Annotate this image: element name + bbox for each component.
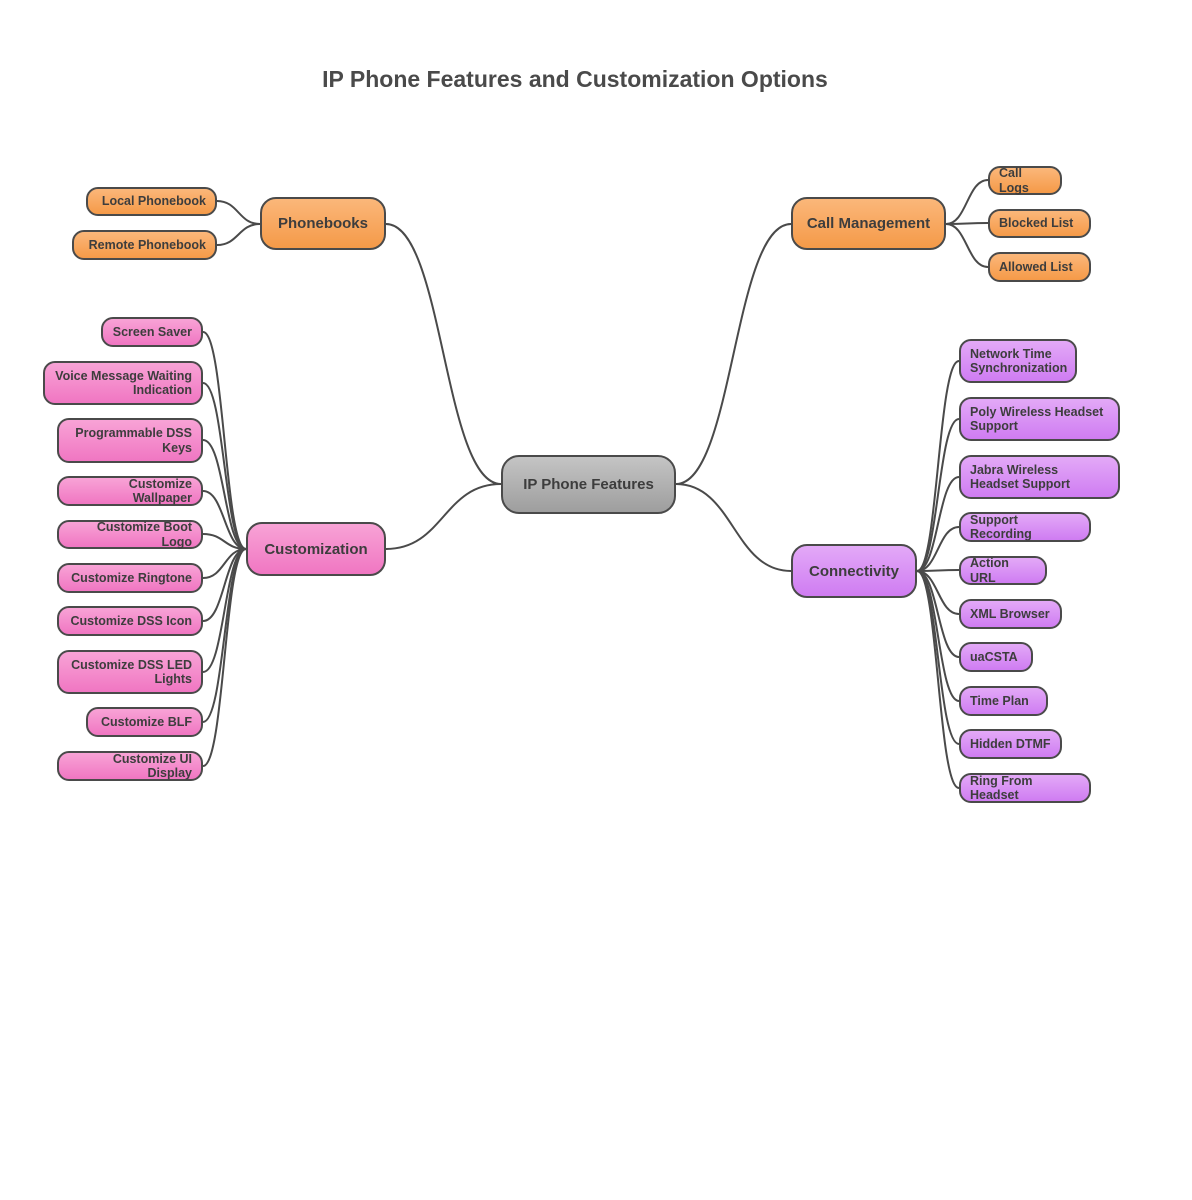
leaf-label: Allowed List xyxy=(999,259,1073,274)
leaf-customize-boot-logo: Customize Boot Logo xyxy=(57,520,203,549)
leaf-xml-browser: XML Browser xyxy=(959,599,1062,629)
leaf-customize-ui-display: Customize UI Display xyxy=(57,751,203,781)
leaf-label: Voice Message Waiting Indication xyxy=(55,368,192,398)
leaf-support-recording: Support Recording xyxy=(959,512,1091,542)
link-customization-leaf xyxy=(202,548,247,767)
leaf-network-time-synchronization: Network Time Synchronization xyxy=(959,339,1077,383)
leaf-label: Remote Phonebook xyxy=(88,237,206,252)
leaf-blocked-list: Blocked List xyxy=(988,209,1091,238)
link-connectivity-leaf xyxy=(916,418,960,572)
branch-phonebooks-label: Phonebooks xyxy=(277,215,368,232)
link-customization-leaf xyxy=(202,548,247,723)
link-phonebooks-leaf xyxy=(216,223,261,246)
leaf-screen-saver: Screen Saver xyxy=(101,317,203,347)
leaf-jabra-wireless-headset-support: Jabra Wireless Headset Support xyxy=(959,455,1120,499)
diagram-title: IP Phone Features and Customization Opti… xyxy=(322,66,828,92)
link-connectivity-leaf xyxy=(916,526,960,572)
leaf-ring-from-headset: Ring From Headset xyxy=(959,773,1091,803)
leaf-label: Customize UI Display xyxy=(112,751,192,781)
leaf-label: Blocked List xyxy=(999,216,1074,231)
link-customization-leaf xyxy=(202,439,247,550)
leaf-hidden-dtmf: Hidden DTMF xyxy=(959,729,1062,759)
leaf-label: uaCSTA xyxy=(970,649,1018,664)
link-connectivity-leaf xyxy=(916,569,960,572)
leaf-customize-wallpaper: Customize Wallpaper xyxy=(57,476,203,506)
link-call-management-leaf xyxy=(945,222,989,225)
leaf-label: Local Phonebook xyxy=(101,194,206,209)
leaf-programmable-dss-keys: Programmable DSS Keys xyxy=(57,418,203,463)
leaf-label: Time Plan xyxy=(970,693,1029,708)
link-connectivity-leaf xyxy=(916,476,960,572)
leaf-local-phonebook: Local Phonebook xyxy=(86,187,217,216)
leaf-label: Network Time Synchronization xyxy=(970,346,1068,376)
leaf-label: Jabra Wireless Headset Support xyxy=(970,462,1071,492)
leaf-label: Customize Boot Logo xyxy=(96,520,192,549)
link-root-phonebooks xyxy=(385,223,502,485)
leaf-label: Customize Ringtone xyxy=(71,570,192,585)
leaf-customize-ringtone: Customize Ringtone xyxy=(57,563,203,593)
leaf-uacsta: uaCSTA xyxy=(959,642,1033,672)
leaf-action-url: Action URL xyxy=(959,556,1047,585)
branch-connectivity: Connectivity xyxy=(791,544,917,598)
link-connectivity-leaf xyxy=(916,570,960,789)
root-node: IP Phone Features xyxy=(501,455,676,514)
leaf-label: Support Recording xyxy=(970,512,1032,542)
link-root-call-management xyxy=(675,223,792,485)
leaf-time-plan: Time Plan xyxy=(959,686,1048,716)
leaf-label: Customize BLF xyxy=(101,714,192,729)
leaf-voice-message-waiting-indication: Voice Message Waiting Indication xyxy=(43,361,203,405)
branch-customization-label: Customization xyxy=(264,540,368,558)
branch-customization: Customization xyxy=(246,522,386,576)
link-phonebooks-leaf xyxy=(216,200,261,225)
leaf-label: Customize Wallpaper xyxy=(128,476,192,506)
link-root-customization xyxy=(385,483,502,550)
root-label: IP Phone Features xyxy=(523,476,654,493)
leaf-label: XML Browser xyxy=(970,606,1050,621)
leaf-label: Customize DSS Icon xyxy=(70,613,192,628)
leaf-poly-wireless-headset-support: Poly Wireless Headset Support xyxy=(959,397,1120,441)
link-root-connectivity xyxy=(675,483,792,572)
leaf-customize-dss-led-lights: Customize DSS LED Lights xyxy=(57,650,203,694)
link-customization-leaf xyxy=(202,382,247,550)
leaf-label: Poly Wireless Headset Support xyxy=(970,404,1104,434)
leaf-label: Call Logs xyxy=(999,166,1029,195)
leaf-label: Ring From Headset xyxy=(970,773,1033,803)
leaf-label: Screen Saver xyxy=(112,324,192,339)
branch-connectivity-label: Connectivity xyxy=(808,562,899,580)
leaf-label: Action URL xyxy=(970,556,1009,585)
link-customization-leaf xyxy=(202,490,247,550)
branch-phonebooks: Phonebooks xyxy=(260,197,386,250)
leaf-call-logs: Call Logs xyxy=(988,166,1062,195)
link-connectivity-leaf xyxy=(916,570,960,658)
leaf-customize-dss-icon: Customize DSS Icon xyxy=(57,606,203,636)
link-connectivity-leaf xyxy=(916,360,960,572)
leaf-allowed-list: Allowed List xyxy=(988,252,1091,282)
leaf-remote-phonebook: Remote Phonebook xyxy=(72,230,217,260)
leaf-label: Hidden DTMF xyxy=(970,736,1051,751)
branch-call-management: Call Management xyxy=(791,197,946,250)
leaf-customize-blf: Customize BLF xyxy=(86,707,203,737)
link-call-management-leaf xyxy=(945,179,989,225)
leaf-label: Programmable DSS Keys xyxy=(75,426,192,455)
link-customization-leaf xyxy=(202,331,247,550)
link-call-management-leaf xyxy=(945,223,989,268)
branch-call-management-label: Call Management xyxy=(806,215,931,232)
leaf-label: Customize DSS LED Lights xyxy=(71,657,192,687)
link-connectivity-leaf xyxy=(916,570,960,745)
